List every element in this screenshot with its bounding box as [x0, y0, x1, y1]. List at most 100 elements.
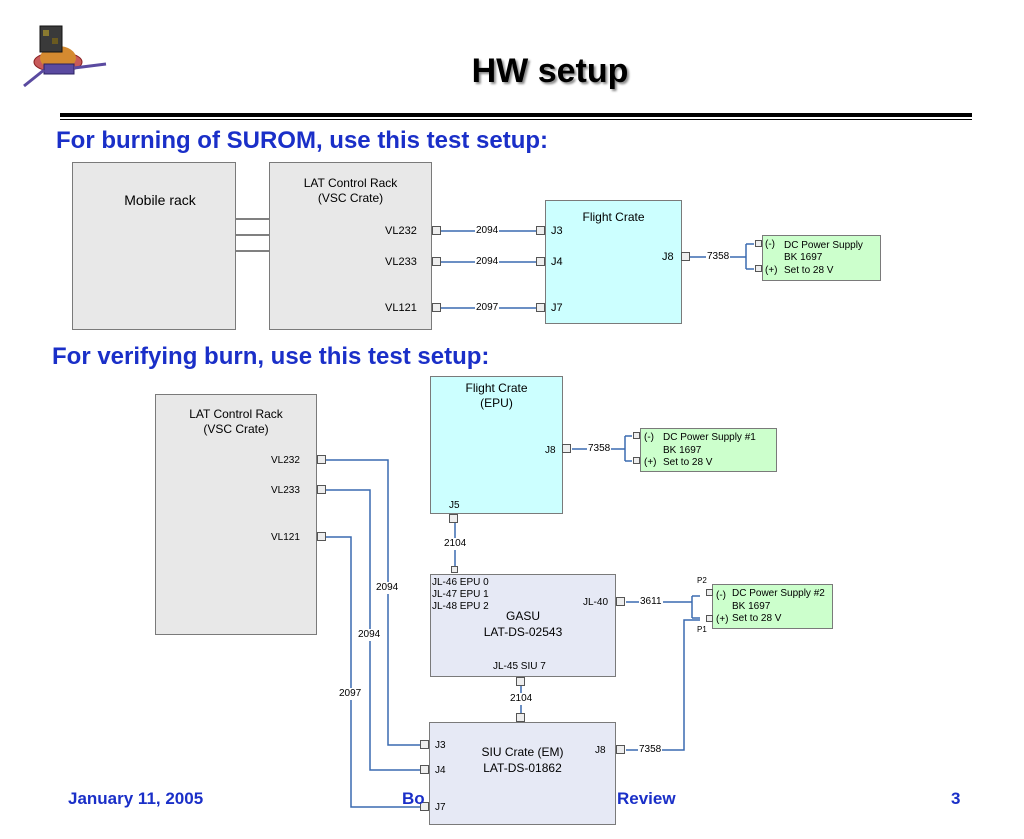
gasu-jl48: JL-48 EPU 2: [432, 601, 489, 612]
psu2-line-1: DC Power Supply #2: [732, 588, 825, 599]
siu-j7-connector: [420, 802, 429, 811]
connector-vl121: [432, 303, 441, 312]
jack-j4-label: J4: [551, 256, 563, 268]
flight-crate-epu: [430, 376, 563, 514]
lat-rack-2-subtitle: (VSC Crate): [203, 422, 269, 436]
heading-verify-setup: For verifying burn, use this test setup:: [52, 343, 490, 370]
psu-line-2: BK 1697: [784, 252, 823, 263]
connector-vl232: [432, 226, 441, 235]
psu-minus-label: (-): [765, 239, 775, 250]
connector-vl121-2: [317, 532, 326, 541]
title-rule-thin: [60, 119, 972, 120]
psu2-line-2: BK 1697: [732, 601, 771, 612]
psu-line-1: DC Power Supply: [784, 240, 863, 251]
siu-j3-connector: [420, 740, 429, 749]
connector-vl232-2: [317, 455, 326, 464]
jack-j3-label: J3: [551, 225, 563, 237]
jack-j4: [536, 257, 545, 266]
title-rule-thick: [60, 113, 972, 117]
connector-vl233-2: [317, 485, 326, 494]
cable-2097: 2097: [475, 302, 500, 314]
psu2-plus-label: (+): [716, 614, 729, 625]
fc-jack-j8: [562, 444, 571, 453]
gasu-jl40: JL-40: [583, 597, 609, 608]
lat-rack-1-subtitle: (VSC Crate): [317, 191, 384, 205]
psu1-terminal-plus: [633, 457, 640, 464]
dc-power-supply-1-verify: [640, 428, 777, 472]
siu-crate-name: SIU Crate (EM): [481, 745, 564, 759]
jack-j3: [536, 226, 545, 235]
footer-center-right: Review: [617, 789, 676, 808]
side-cable-2094-b: 2094: [357, 629, 382, 641]
label-p1: P1: [697, 625, 707, 634]
siu-crate-doc: LAT-DS-01862: [483, 761, 562, 775]
heading-burn-setup: For burning of SUROM, use this test setu…: [56, 127, 548, 154]
footer-center-left: Bo: [402, 789, 425, 808]
mobile-rack-label: Mobile rack: [124, 192, 196, 208]
siu-j5-connector: [516, 713, 525, 722]
psu1-plus-label: (+): [644, 457, 657, 468]
fc-jack-j5: [449, 514, 458, 523]
port-vl121-2: VL121: [271, 532, 300, 543]
port-vl121: VL121: [385, 302, 417, 314]
port-vl233: VL233: [385, 256, 417, 268]
lat-rack-1-title: LAT Control Rack: [303, 176, 398, 190]
gasu-jl46: JL-46 EPU 0: [432, 577, 489, 588]
gasu-box: [430, 574, 616, 677]
psu-terminal-plus: [755, 265, 762, 272]
footer-date: January 11, 2005: [68, 789, 204, 808]
gasu-jl40-connector: [616, 597, 625, 606]
port-vl233-2: VL233: [271, 485, 300, 496]
glast-satellite-logo-icon: [18, 18, 110, 90]
psu1-terminal-minus: [633, 432, 640, 439]
jack-j8-label: J8: [662, 251, 674, 263]
port-vl232-2: VL232: [271, 455, 300, 466]
psu2-line-3: Set to 28 V: [732, 613, 782, 624]
flight-crate-1: [545, 200, 682, 324]
port-vl232: VL232: [385, 225, 417, 237]
psu-terminal-minus: [755, 240, 762, 247]
cable-2094-b: 2094: [475, 256, 500, 268]
gasu-jl45: JL-45 SIU 7: [493, 661, 546, 672]
connector-vl233: [432, 257, 441, 266]
siu-j4-label: J4: [435, 765, 446, 776]
flight-crate-1-title: Flight Crate: [582, 210, 645, 224]
cable-7358: 7358: [706, 251, 731, 263]
cable-3611: 3611: [639, 596, 663, 608]
gasu-jl45-connector: [516, 677, 525, 686]
lat-control-rack-1: [269, 162, 432, 330]
gasu-jl47: JL-47 EPU 1: [432, 589, 489, 600]
siu-j4-connector: [420, 765, 429, 774]
side-cable-2097: 2097: [338, 688, 363, 700]
psu2-terminal-minus: [706, 589, 713, 596]
psu1-line-3: Set to 28 V: [663, 457, 713, 468]
psu2-terminal-plus: [706, 615, 713, 622]
siu-crate: [429, 722, 616, 825]
psu2-minus-label: (-): [716, 590, 726, 601]
footer-page-number: 3: [951, 789, 961, 808]
psu1-minus-label: (-): [644, 432, 654, 443]
dc-power-supply-2: [712, 584, 833, 629]
siu-j3-label: J3: [435, 740, 446, 751]
siu-j8-label: J8: [595, 745, 606, 756]
mobile-rack: [72, 162, 236, 330]
side-cable-2094-a: 2094: [375, 582, 400, 594]
psu-plus-label: (+): [765, 265, 778, 276]
cable-2094-a: 2094: [475, 225, 500, 237]
jack-j8: [681, 252, 690, 261]
fc-j8-label: J8: [545, 445, 556, 456]
fc-j5-label: J5: [449, 500, 460, 511]
psu1-line-1: DC Power Supply #1: [663, 432, 756, 443]
label-p2: P2: [697, 576, 707, 585]
psu-line-3: Set to 28 V: [784, 265, 834, 276]
siu-j7-label: J7: [435, 802, 446, 813]
cable-7358-top: 7358: [587, 443, 612, 455]
page-title: HW setup: [471, 52, 629, 90]
dc-power-supply-1: [762, 235, 881, 281]
gasu-top-connector: [451, 566, 458, 573]
gasu-name: GASU: [505, 609, 540, 623]
psu1-line-2: BK 1697: [663, 445, 702, 456]
cable-2104-b: 2104: [509, 693, 534, 705]
cable-7358-bottom: 7358: [638, 744, 663, 756]
flight-crate-epu-subtitle: (EPU): [480, 396, 513, 410]
